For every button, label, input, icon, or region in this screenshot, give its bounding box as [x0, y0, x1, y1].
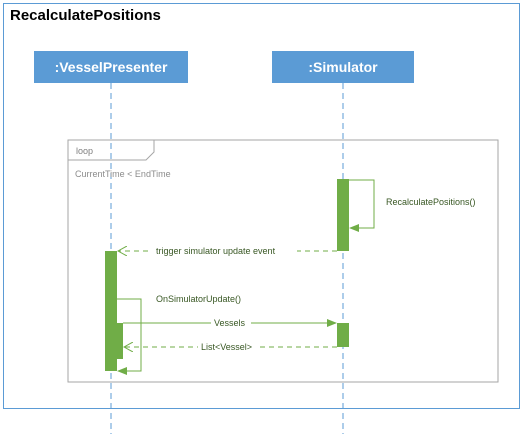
message-list-vessel-label: List<Vessel> [201, 342, 252, 352]
diagram-title: RecalculatePositions [10, 7, 161, 24]
lifeline-head-vessel-presenter: :VesselPresenter [34, 51, 188, 83]
message-list-vessel-label-bg [198, 341, 260, 353]
message-trigger-update-event-label-bg [152, 245, 297, 257]
message-recalculate-positions [349, 179, 375, 232]
loop-guard-label: CurrentTime < EndTime [75, 169, 171, 179]
loop-fragment-tab [68, 140, 155, 161]
message-recalculate-positions-label: RecalculatePositions() [386, 197, 476, 207]
message-vessels-label: Vessels [214, 318, 246, 328]
message-on-simulator-update-label: OnSimulatorUpdate() [156, 294, 241, 304]
message-on-simulator-update [117, 298, 142, 375]
lifeline-head-simulator: :Simulator [272, 51, 414, 83]
activation-simulator-2 [337, 323, 349, 347]
loop-operator-label: loop [76, 146, 93, 156]
message-trigger-update-event-label: trigger simulator update event [156, 246, 276, 256]
loop-fragment [67, 139, 499, 383]
activation-simulator-1 [337, 179, 349, 251]
activation-vessel-presenter-2 [111, 323, 123, 359]
diagram-frame [3, 3, 520, 409]
message-vessels-label-bg [211, 317, 251, 329]
